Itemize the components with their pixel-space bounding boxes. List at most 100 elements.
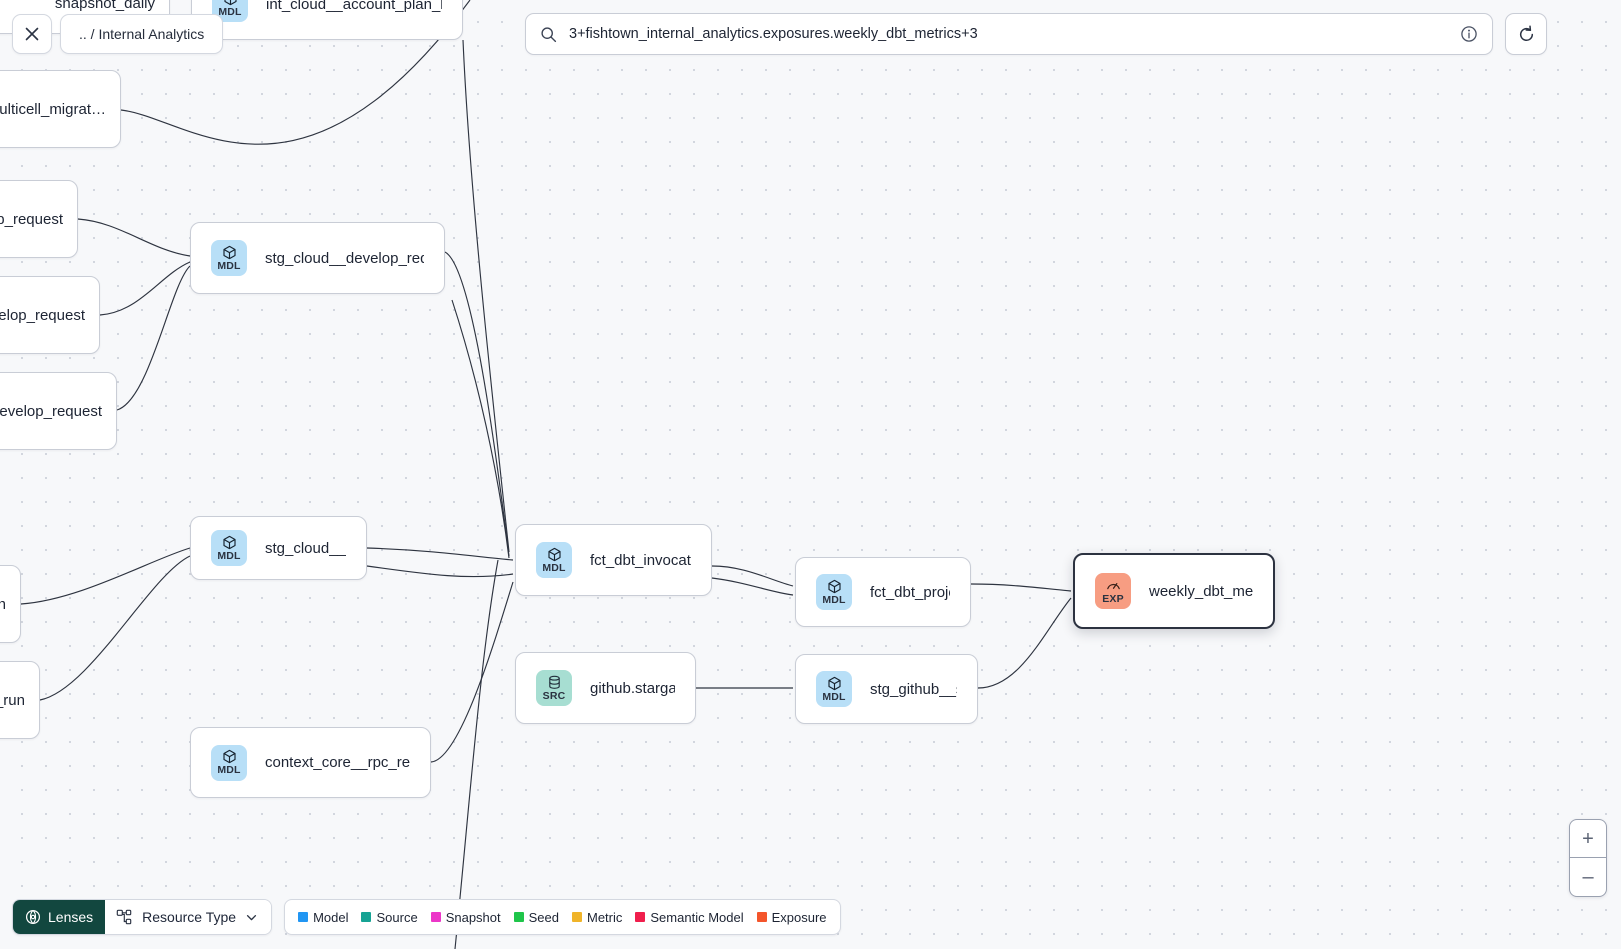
legend-label: Source <box>376 909 418 925</box>
node-type-badge-mdl: MDL <box>211 530 247 566</box>
node-label: snapshot_daily <box>54 0 155 12</box>
node-label: p_request <box>0 210 63 228</box>
graph-node[interactable]: EXP weekly_dbt_metrics <box>1073 553 1275 629</box>
cube-icon <box>222 535 236 549</box>
bottom-toolbar: Lenses Resource Type Model Source Snapshot… <box>12 899 841 935</box>
zoom-controls: + – <box>1569 819 1607 897</box>
graph-node[interactable]: MDL fct_dbt_invocations <box>515 524 712 596</box>
refresh-icon <box>1519 24 1533 41</box>
chevron-down-icon <box>246 914 257 920</box>
node-type-abbr: SRC <box>542 689 566 702</box>
node-label: weekly_dbt_metrics <box>1149 582 1253 600</box>
close-icon <box>25 27 39 41</box>
graph-node[interactable]: MDL stg_github__stars <box>795 654 978 724</box>
legend-swatch-icon <box>298 912 309 922</box>
graph-node[interactable]: SRC github.stargazers <box>515 652 696 724</box>
legend-label: Seed <box>528 909 559 925</box>
resource-type-icon <box>116 909 132 924</box>
node-label: fct_dbt_projects <box>870 583 950 601</box>
legend-item[interactable]: Metric <box>572 910 622 925</box>
node-label: github.stargazers <box>590 679 675 697</box>
node-label: _run <box>0 691 25 709</box>
graph-node[interactable]: _run <box>0 661 40 739</box>
cube-icon <box>547 547 561 561</box>
cube-icon <box>222 245 236 259</box>
legend-swatch-icon <box>513 912 524 922</box>
legend-swatch-icon <box>572 912 582 922</box>
node-label: stg_cloud__develop_requests <box>265 249 424 267</box>
node-label: context_core__rpc_request <box>265 754 410 771</box>
resource-type-dropdown[interactable]: Resource Type <box>105 900 272 934</box>
node-type-abbr: MDL <box>217 259 241 272</box>
legend-item[interactable]: Model <box>298 910 348 925</box>
node-type-badge-mdl: MDL <box>536 542 572 578</box>
legend-swatch-icon <box>361 912 372 922</box>
search-area <box>525 13 1547 55</box>
search-input[interactable] <box>567 25 1450 43</box>
node-label: int_cloud__account_plan_history <box>266 0 442 13</box>
resource-type-label: Resource Type <box>142 909 237 925</box>
refresh-button[interactable] <box>1505 13 1547 55</box>
lenses-label: Lenses <box>48 909 94 925</box>
legend-label: Snapshot <box>445 909 501 925</box>
node-type-badge-mdl: MDL <box>816 671 852 707</box>
legend-label: Metric <box>587 909 623 925</box>
node-type-badge-mdl: MDL <box>211 240 247 276</box>
node-label: stg_github__stars <box>870 680 957 698</box>
lens-icon <box>25 909 41 925</box>
graph-node[interactable]: MDL context_core__rpc_request <box>190 727 431 798</box>
zoom-out-button[interactable]: – <box>1582 866 1594 888</box>
info-circle-icon[interactable] <box>1460 25 1478 43</box>
legend-label: Semantic Model <box>650 909 744 925</box>
node-label: stg_cloud__runs <box>265 539 346 557</box>
graph-node[interactable]: velop_request <box>0 276 100 354</box>
node-type-abbr: MDL <box>217 549 241 562</box>
graph-node[interactable]: _develop_request <box>0 372 117 450</box>
top-left-controls: .. / Internal Analytics <box>12 14 224 54</box>
node-type-abbr: MDL <box>822 690 846 703</box>
lenses-button[interactable]: Lenses <box>13 900 106 934</box>
legend-item[interactable]: Source <box>361 909 418 925</box>
graph-node[interactable]: n <box>0 565 21 643</box>
node-label: n <box>0 595 6 613</box>
legend-label: Exposure <box>771 909 827 925</box>
legend-item[interactable]: Snapshot <box>430 909 501 925</box>
node-label: velop_request <box>0 306 85 324</box>
node-type-abbr: EXP <box>1102 592 1124 605</box>
cube-icon <box>222 750 236 764</box>
legend-item[interactable]: Semantic Model <box>635 909 744 925</box>
node-type-abbr: MDL <box>822 593 846 606</box>
cube-icon <box>827 676 841 690</box>
node-type-badge-mdl: MDL <box>816 574 852 610</box>
node-label: multicell_migrat… <box>0 100 106 118</box>
graph-node[interactable]: p_request <box>0 180 78 258</box>
search-box[interactable] <box>525 13 1493 55</box>
resource-type-legend: Model Source Snapshot Seed Metric Semantic Mo… <box>284 899 841 935</box>
zoom-in-button[interactable]: + <box>1570 820 1606 858</box>
node-type-abbr: MDL <box>542 561 566 574</box>
lens-controls: Lenses Resource Type <box>12 899 273 935</box>
legend-item[interactable]: Exposure <box>756 909 827 925</box>
cube-icon <box>223 0 237 5</box>
node-label: fct_dbt_invocations <box>590 551 691 569</box>
node-type-abbr: MDL <box>217 764 241 777</box>
node-type-badge-mdl: MDL <box>211 744 247 781</box>
graph-node[interactable]: multicell_migrat… <box>0 70 121 148</box>
graph-node[interactable]: MDL stg_cloud__runs <box>190 516 367 580</box>
gauge-icon <box>1106 582 1120 589</box>
breadcrumb[interactable]: .. / Internal Analytics <box>60 14 224 54</box>
legend-item[interactable]: Seed <box>513 909 559 925</box>
node-label: _develop_request <box>0 402 102 420</box>
legend-swatch-icon <box>430 912 441 922</box>
graph-node[interactable]: MDL fct_dbt_projects <box>795 557 971 627</box>
close-button[interactable] <box>12 14 52 54</box>
search-icon <box>541 26 557 42</box>
legend-swatch-icon <box>756 912 767 922</box>
cube-icon <box>827 579 841 593</box>
graph-node[interactable]: MDL stg_cloud__develop_requests <box>190 222 445 294</box>
node-type-badge-src: SRC <box>536 670 572 706</box>
legend-swatch-icon <box>635 912 646 922</box>
